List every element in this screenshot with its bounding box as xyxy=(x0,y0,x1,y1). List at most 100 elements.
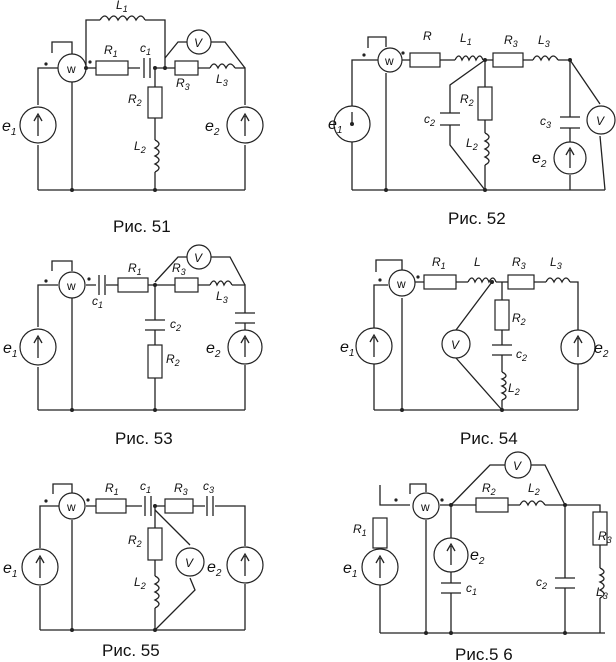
label-r1: R xyxy=(423,29,432,43)
inductor-l3 xyxy=(598,567,605,599)
voltmeter: V xyxy=(186,29,212,55)
inductor-l3 xyxy=(532,55,559,62)
label-c3: c3 xyxy=(540,114,551,130)
caption-51: Рис. 51 xyxy=(113,217,171,236)
label-c1: c1 xyxy=(140,479,151,495)
inductor-l3 xyxy=(209,280,233,287)
label-e2: e2 xyxy=(206,340,221,360)
label-l3: L3 xyxy=(550,255,562,271)
caption-55: Рис. 55 xyxy=(102,641,160,660)
capacitor-c3 xyxy=(235,312,255,324)
label-l2: L2 xyxy=(528,481,540,497)
label-c2: c2 xyxy=(170,317,181,333)
source-e1 xyxy=(333,105,371,143)
label-c2: c2 xyxy=(516,347,527,363)
source-e2 xyxy=(433,537,469,573)
label-e2: e2 xyxy=(470,547,485,567)
label-r1: R1 xyxy=(104,43,118,59)
label-l2: L2 xyxy=(134,139,146,155)
svg-text:w: w xyxy=(420,500,430,514)
label-e1: e1 xyxy=(328,116,342,136)
resistor-r3 xyxy=(174,277,199,293)
capacitor-c3 xyxy=(560,116,580,129)
label-r2: R2 xyxy=(166,352,180,368)
resistor-r2 xyxy=(477,86,493,121)
caption-54: Рис. 54 xyxy=(460,429,518,448)
svg-text:w: w xyxy=(66,279,76,293)
label-r3: R3 xyxy=(598,529,612,545)
figure-52: e1 w R L1 R3 L3 c2 R2 L2 c3 e2 V Рис. xyxy=(328,29,616,228)
voltmeter: V xyxy=(504,451,532,479)
svg-text:V: V xyxy=(194,36,203,50)
source-e1 xyxy=(21,548,59,586)
svg-text:w: w xyxy=(66,62,76,76)
inductor-l1 xyxy=(99,15,146,22)
inductor-l2 xyxy=(500,371,507,401)
label-c1: c1 xyxy=(466,581,477,597)
resistor-r1 xyxy=(95,60,129,76)
resistor-r1 xyxy=(117,277,149,293)
label-e1: e1 xyxy=(3,560,17,580)
resistor-r2 xyxy=(147,86,163,119)
source-e1 xyxy=(19,328,57,366)
resistor-r2 xyxy=(147,527,163,561)
resistor-r3 xyxy=(592,511,608,546)
capacitor-c1 xyxy=(143,58,151,78)
inductor-l3 xyxy=(545,277,571,284)
caption-53: Рис. 53 xyxy=(115,429,173,448)
capacitor-c2 xyxy=(145,319,165,331)
inductor-l2 xyxy=(483,132,490,166)
label-e1: e1 xyxy=(340,339,354,359)
voltmeter: V xyxy=(186,244,212,270)
voltmeter: V xyxy=(441,329,471,359)
label-r2: R2 xyxy=(128,92,142,108)
figure-55: e1 w R1 c1 R3 c3 R2 L2 V e2 Рис. 55 xyxy=(3,479,264,660)
wattmeter: w xyxy=(394,492,444,520)
svg-text:w: w xyxy=(384,54,394,68)
label-r1: R1 xyxy=(105,481,119,497)
svg-text:V: V xyxy=(596,114,605,128)
capacitor-c1 xyxy=(144,496,152,516)
label-r2: R2 xyxy=(512,311,526,327)
label-c1: c1 xyxy=(140,41,151,57)
resistor-r2 xyxy=(494,299,510,331)
source-e2 xyxy=(227,329,263,365)
caption-56: Рис.5 6 xyxy=(455,645,513,662)
capacitor-c2 xyxy=(555,577,575,589)
inductor-l3 xyxy=(209,63,236,70)
label-l3: L3 xyxy=(538,33,550,49)
label-l3: L3 xyxy=(216,289,228,305)
figure-51: e1 w R1 c1 L1 R3 L3 V R2 xyxy=(2,0,264,236)
label-e2: e2 xyxy=(594,340,609,360)
label-c2: c2 xyxy=(536,575,547,591)
label-l2: L2 xyxy=(508,381,520,397)
label-r3: R3 xyxy=(174,481,188,497)
inductor-l1 xyxy=(467,277,497,284)
label-r2: R2 xyxy=(460,92,474,108)
svg-text:V: V xyxy=(194,251,203,265)
wattmeter: w xyxy=(378,269,420,297)
label-l3: L3 xyxy=(216,72,228,88)
resistor-r1 xyxy=(423,274,457,290)
resistor-r1 xyxy=(409,52,441,68)
voltmeter: V xyxy=(175,547,205,577)
label-r1: R1 xyxy=(353,522,367,538)
label-r3: R3 xyxy=(176,76,190,92)
label-r3: R3 xyxy=(172,261,186,277)
label-l1: L xyxy=(474,255,481,269)
svg-text:V: V xyxy=(451,338,460,352)
label-l1: L1 xyxy=(460,31,472,47)
label-e2: e2 xyxy=(205,118,220,138)
label-l3: L3 xyxy=(596,585,608,601)
label-c3: c3 xyxy=(203,479,214,495)
wattmeter: w xyxy=(44,271,91,299)
capacitor-c1 xyxy=(98,275,106,295)
resistor-r3 xyxy=(507,274,535,290)
label-e1: e1 xyxy=(343,560,357,580)
inductor-l2 xyxy=(153,139,160,173)
svg-text:w: w xyxy=(66,500,76,514)
resistor-r3 xyxy=(174,60,199,76)
resistor-r2 xyxy=(475,497,509,513)
source-e1 xyxy=(355,327,393,365)
